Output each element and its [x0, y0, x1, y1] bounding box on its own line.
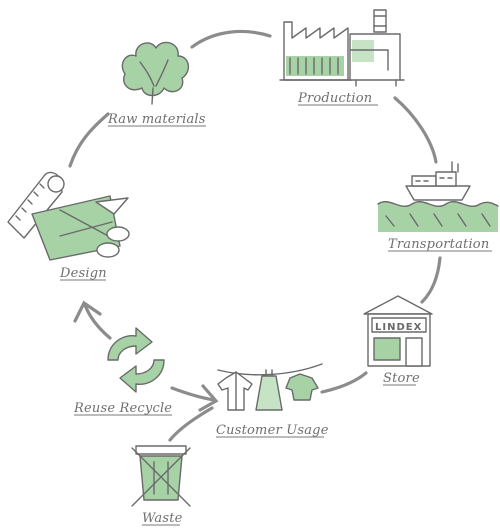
fabric-swatch — [31, 195, 121, 261]
store-icon: LINDEX — [363, 295, 433, 367]
connector-recycle-to-design — [83, 303, 112, 340]
connector-recycle-to-customer — [170, 386, 216, 402]
label-production: Production — [297, 91, 372, 106]
connector-design-arrowhead — [73, 300, 102, 323]
stage-store: LINDEX Store — [363, 295, 433, 386]
stage-design: Design — [7, 171, 130, 281]
connector-transport-to-store — [420, 256, 442, 304]
stage-transportation: Transportation — [377, 161, 499, 252]
label-transportation: Transportation — [388, 237, 489, 252]
connector-production-to-transport — [393, 96, 438, 164]
cycle-connectors — [68, 29, 442, 442]
connector-store-to-customer — [320, 371, 368, 394]
cotton-icon — [121, 41, 189, 105]
label-customer-usage: Customer Usage — [216, 423, 329, 438]
label-raw-materials: Raw materials — [107, 112, 206, 127]
waste-bin-icon — [131, 445, 191, 507]
connector-recycle-arrowhead — [198, 384, 219, 412]
sewing-machine-icon — [347, 9, 405, 87]
store-sign: LINDEX — [375, 322, 422, 333]
connector-waste-to-customer — [168, 406, 214, 442]
clothes-icon — [217, 363, 323, 411]
factory-icon — [279, 21, 353, 81]
recycle-icon — [107, 327, 165, 393]
label-store: Store — [383, 371, 420, 386]
stage-production: Production — [279, 9, 405, 106]
label-design: Design — [59, 266, 107, 281]
stage-raw-materials: Raw materials — [107, 41, 206, 127]
connector-design-to-raw — [68, 112, 110, 168]
measuring-tape-icon — [7, 171, 65, 239]
label-reuse-recycle: Reuse Recycle — [73, 401, 172, 416]
ship-icon — [377, 161, 499, 232]
connector-raw-to-production — [190, 29, 272, 49]
label-waste: Waste — [142, 511, 183, 526]
scissors-icon — [59, 197, 130, 258]
stage-reuse-recycle: Reuse Recycle — [73, 327, 172, 416]
stage-waste: Waste — [131, 445, 191, 526]
stage-customer-usage: Customer Usage — [216, 363, 329, 438]
